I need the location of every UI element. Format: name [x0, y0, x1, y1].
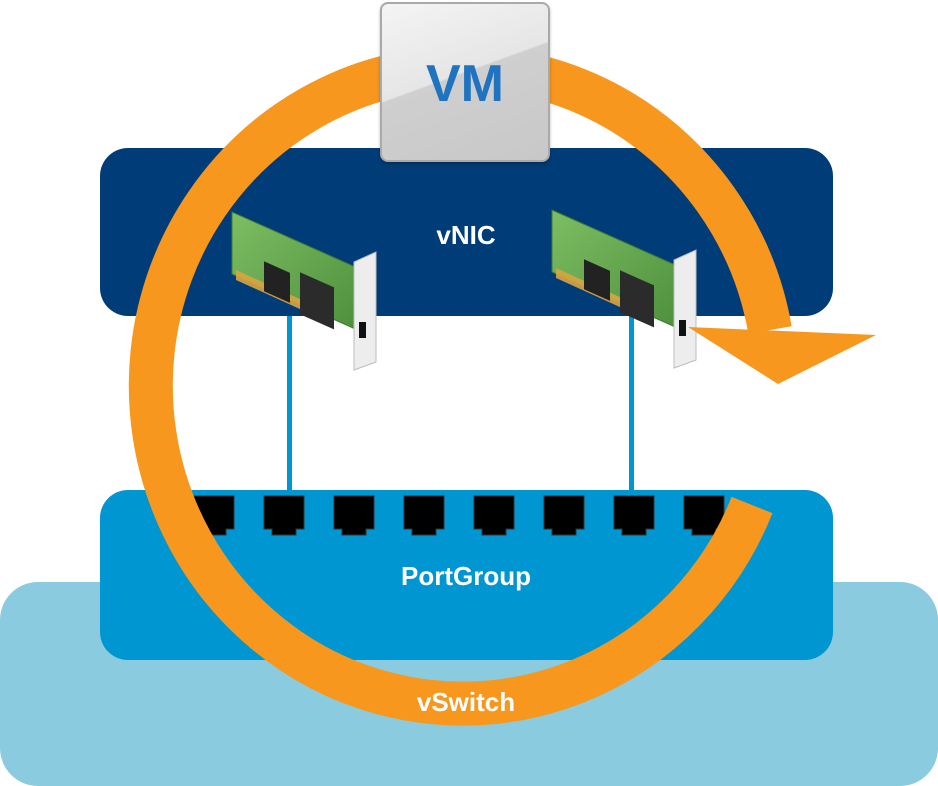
ethernet-port-icon [263, 495, 305, 536]
vm-label: VM [426, 55, 504, 113]
ethernet-port-icon [333, 495, 375, 536]
vnic-connection-line-2 [629, 316, 634, 494]
ethernet-port-icon [543, 495, 585, 536]
flow-arrow-head [688, 327, 876, 384]
ethernet-port-icon [613, 495, 655, 536]
portgroup-label: PortGroup [401, 561, 531, 591]
network-card-icon-1 [231, 211, 377, 371]
vnic-label: vNIC [436, 220, 496, 250]
vswitch-label: vSwitch [416, 687, 516, 717]
vm-box: VM [380, 2, 550, 162]
flow-arrow-ring [128, 45, 792, 726]
network-card-icon-2 [551, 209, 697, 369]
vnic-connection-line-1 [287, 316, 292, 494]
ethernet-port-icon [473, 495, 515, 536]
ethernet-port-icon [403, 495, 445, 536]
